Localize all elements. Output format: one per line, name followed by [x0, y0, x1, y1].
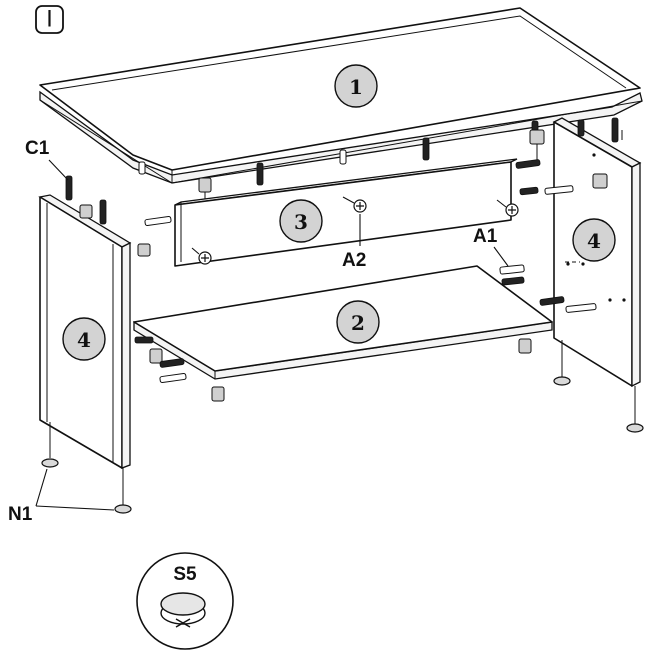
screw-icon: [342, 196, 367, 213]
side-panel-right: 4: [552, 117, 644, 433]
callout-a2-label: A2: [342, 250, 366, 271]
callout-a1-label: A1: [473, 226, 498, 247]
part-number-4-right: 4: [587, 229, 601, 253]
part-number-2: 2: [351, 311, 365, 335]
callout-a2: A2: [342, 214, 366, 271]
step-label: I: [46, 8, 53, 33]
foot-glide-icon: [553, 340, 644, 433]
step-indicator: I: [35, 5, 64, 34]
cam-lock-icon: [529, 129, 545, 162]
callout-n1: N1: [8, 468, 115, 525]
adjustable-foot-glide-icon: [160, 592, 206, 628]
detail-s5-label: S5: [173, 564, 197, 585]
callout-a1: A1: [473, 226, 509, 267]
foot-glide-icon: [41, 422, 132, 514]
screw-icon: [191, 247, 212, 265]
screw-icon: [496, 199, 519, 217]
callout-c1-label: C1: [25, 138, 50, 159]
side-panel-left: 4: [38, 175, 151, 514]
back-rail: 3: [144, 158, 541, 267]
cam-lock-icon: [79, 204, 151, 257]
top-panel: 1: [39, 7, 643, 210]
cam-lock-icon: [149, 338, 532, 402]
part-number-3: 3: [294, 210, 308, 234]
callout-c1: C1: [25, 138, 69, 181]
cam-lock-icon: [198, 177, 212, 210]
bottom-shelf: 2: [133, 173, 608, 402]
part-number-1: 1: [349, 75, 363, 99]
part-number-4-left: 4: [77, 328, 91, 352]
callout-n1-label: N1: [8, 504, 33, 525]
cam-lock-icon: [592, 173, 608, 189]
detail-s5: S5: [136, 552, 234, 650]
